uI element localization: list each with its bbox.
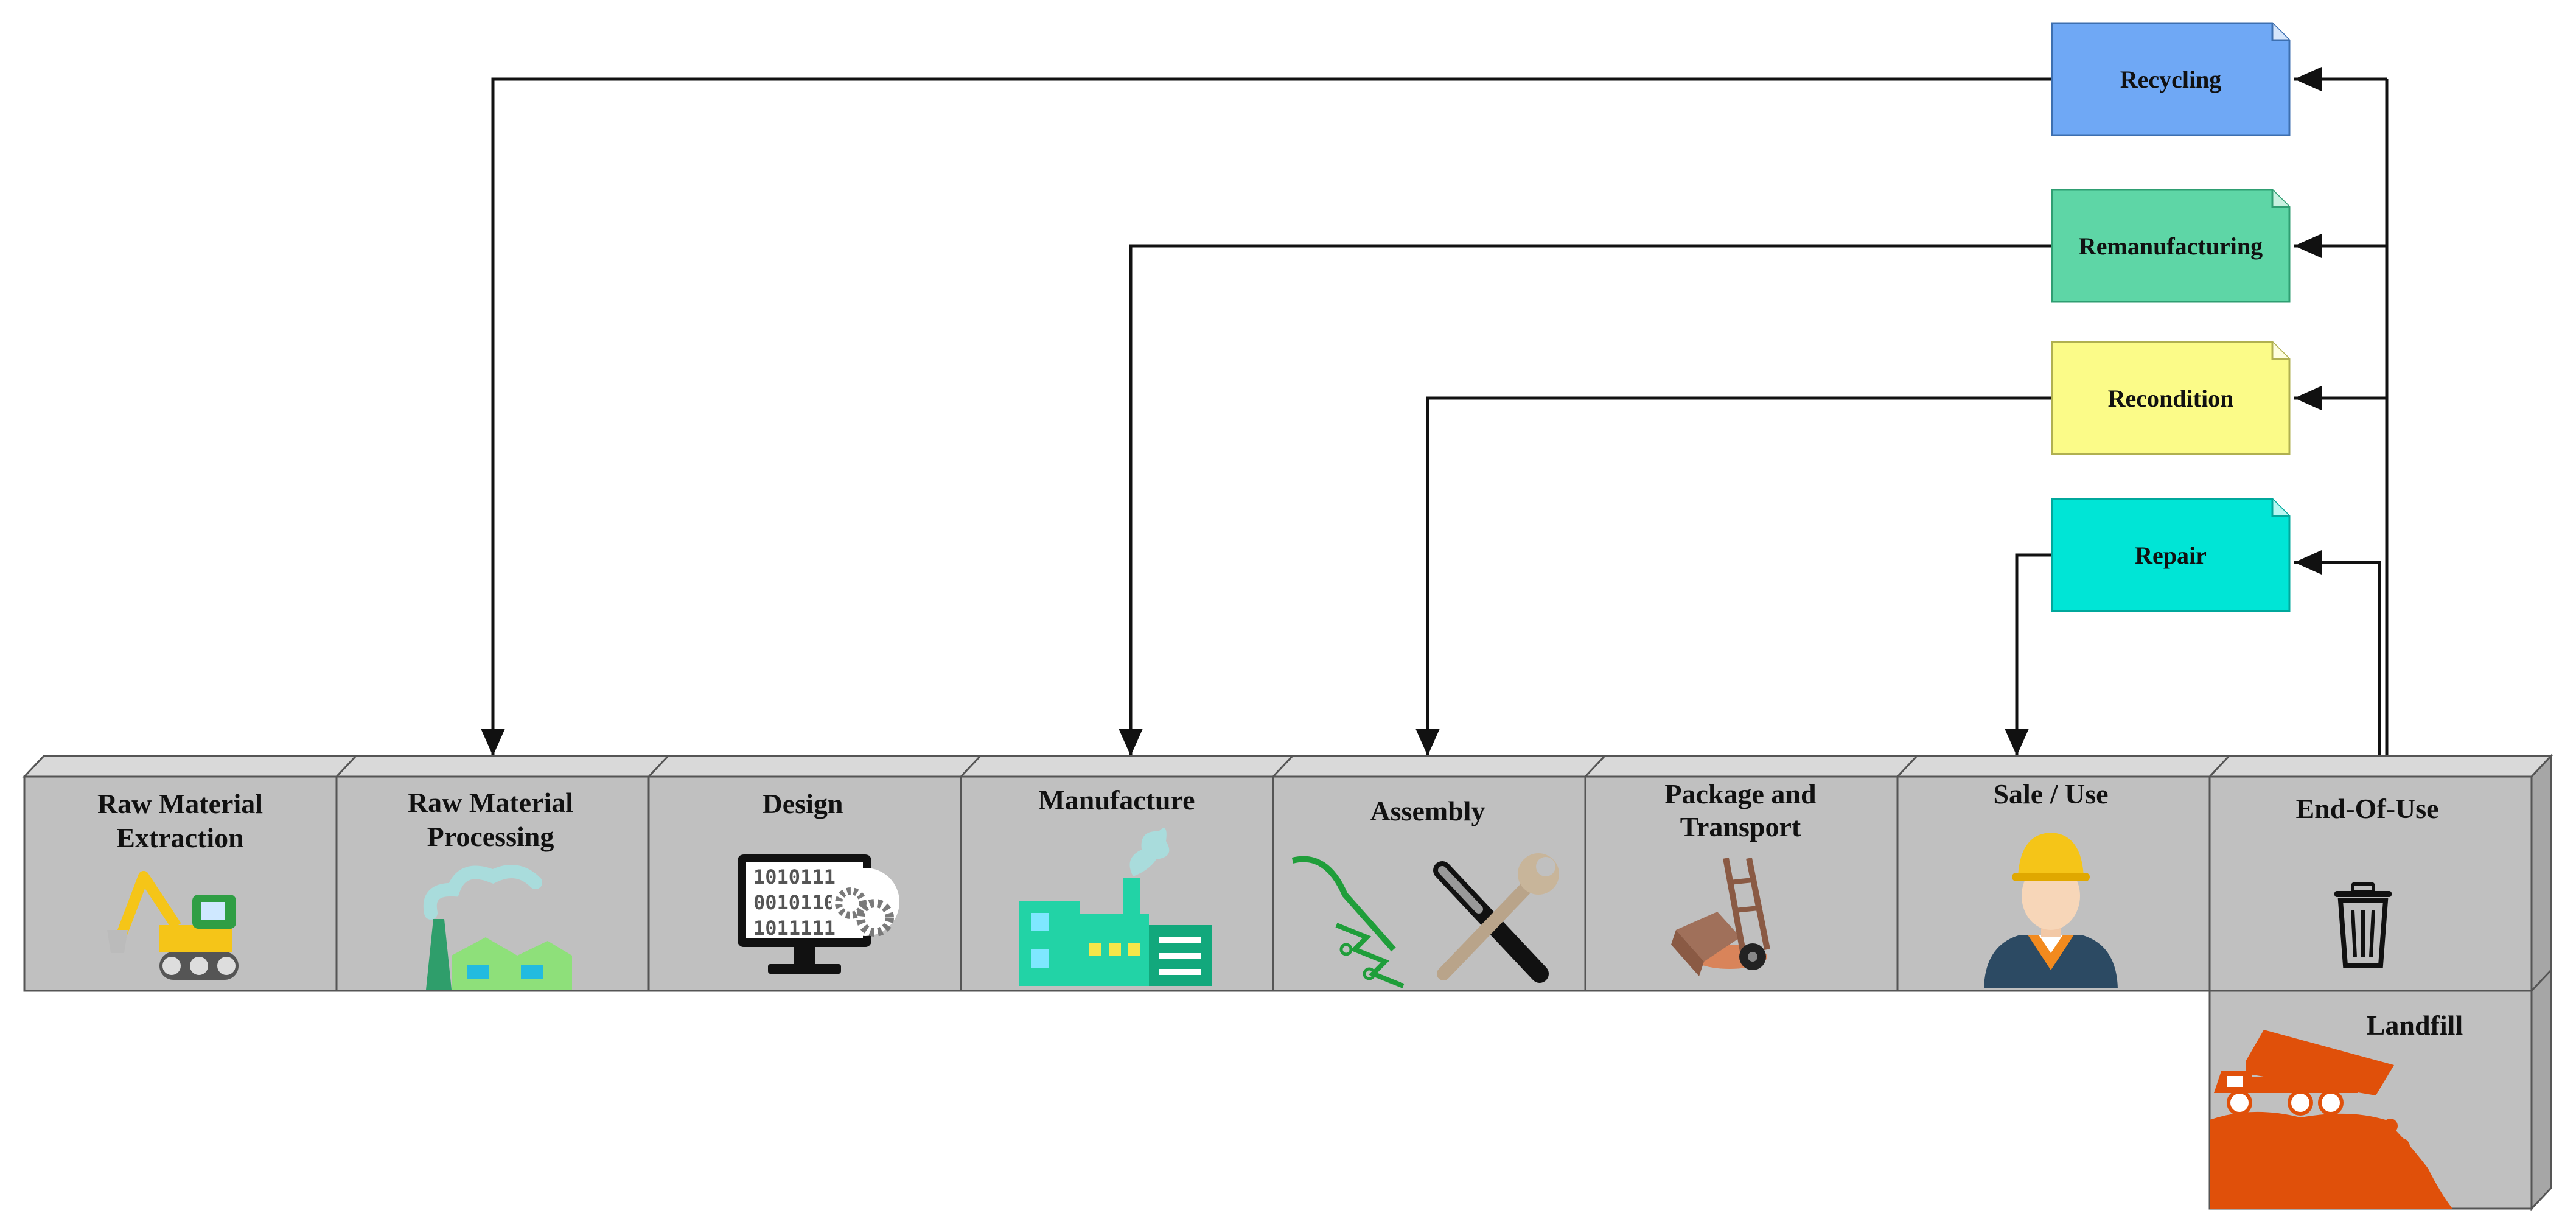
stage-sale-use: Sale / Use: [1896, 755, 2230, 992]
stage-1-label-line2: Extraction: [116, 822, 244, 853]
svg-text:1011111: 1011111: [753, 917, 836, 940]
remanufacturing-label: Remanufacturing: [2079, 232, 2263, 260]
stage-manufacture: Manufacture: [960, 755, 1294, 992]
stage-row-side: [2530, 753, 2552, 1211]
recycling-note: Recycling: [2051, 22, 2291, 136]
recycling-arrow: [481, 77, 2052, 756]
stage-1-label-line1: Raw Material: [97, 788, 263, 819]
stage-2-label-line1: Raw Material: [408, 787, 573, 818]
stage-6-label-line1: Package and: [1664, 778, 1817, 809]
landfill-label: Landfill: [2367, 1010, 2463, 1041]
recondition-arrow: [1415, 396, 2052, 756]
stage-6-label-line2: Transport: [1680, 811, 1801, 842]
svg-text:1010111: 1010111: [753, 865, 836, 889]
landfill-box: Landfill: [2208, 969, 2552, 1210]
stage-row: Raw Material Extraction Raw Material Pro…: [22, 753, 2553, 1211]
stage-4-label: Manufacture: [1038, 784, 1195, 816]
repair-arrow: [2005, 553, 2052, 756]
stage-end-of-use: End-Of-Use: [2208, 775, 2533, 992]
connectors: [481, 67, 2389, 756]
stage-package-and-transport: Package and Transport: [1584, 755, 1918, 992]
stage-row-top: [22, 755, 2553, 778]
stage-design: Design 1010111 0010110 1011111: [647, 755, 982, 992]
worker-icon: [1984, 833, 2118, 988]
repair-label: Repair: [2135, 542, 2207, 569]
tools-icon: [1291, 853, 1559, 988]
remanufacturing-note: Remanufacturing: [2051, 189, 2291, 303]
repair-note: Repair: [2051, 498, 2291, 612]
stage-raw-material-processing: Raw Material Processing: [335, 755, 669, 992]
to-repair-arrow: [2294, 550, 2381, 756]
stage-3-label: Design: [763, 788, 843, 819]
dump-truck-icon: [2210, 1030, 2452, 1209]
trash-can-icon: [2334, 882, 2392, 968]
stage-8-label: End-Of-Use: [2295, 793, 2438, 824]
recondition-label: Recondition: [2108, 385, 2234, 412]
stage-7-label: Sale / Use: [1993, 778, 2108, 809]
stage-assembly: Assembly: [1272, 755, 1606, 992]
factory-icon: [1019, 828, 1212, 986]
remanufacturing-arrow: [1119, 244, 2052, 756]
stage-2-label-line2: Processing: [427, 821, 554, 852]
svg-text:0010110: 0010110: [753, 891, 836, 914]
recondition-note: Recondition: [2051, 341, 2291, 455]
hand-truck-icon: [1671, 858, 1770, 976]
recycling-label: Recycling: [2120, 66, 2222, 93]
stage-raw-material-extraction: Raw Material Extraction: [23, 755, 357, 992]
factory-smoke-icon: [423, 865, 572, 990]
stage-5-label: Assembly: [1370, 795, 1485, 826]
computer-gears-icon: 1010111 0010110 1011111: [738, 854, 899, 974]
excavator-icon: [107, 871, 239, 980]
